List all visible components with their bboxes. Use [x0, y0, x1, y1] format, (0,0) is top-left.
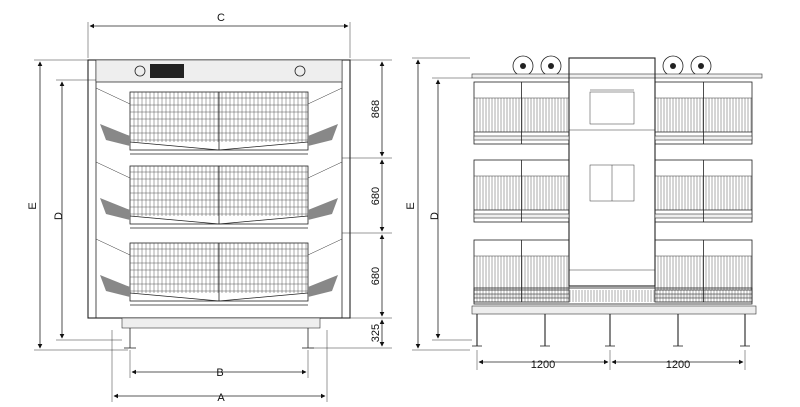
dim-label-a: A: [217, 392, 225, 404]
end-cage-tier: [95, 161, 343, 229]
side-cage-tier: [473, 159, 570, 223]
dim-label-c: C: [217, 12, 225, 24]
fan-group-left: [512, 55, 562, 77]
side-cage-tiers: [473, 81, 753, 305]
side-cage-tier: [654, 239, 753, 303]
side-elevation-view: [471, 55, 763, 347]
end-view-dimensions: C B A E D 868 680 680 325: [27, 12, 392, 404]
end-cage-tier: [95, 238, 343, 306]
end-cage-tiers: [95, 87, 343, 306]
side-cage-tier: [473, 239, 570, 303]
side-legs: [472, 314, 750, 347]
side-cage-tier: [654, 159, 753, 223]
dim-label-tier-top: 868: [370, 100, 382, 118]
end-elevation-view: [87, 59, 351, 349]
side-cage-tier: [473, 81, 570, 145]
dim-label-span-left: 1200: [531, 359, 555, 371]
dim-label-b: B: [216, 367, 223, 379]
dim-label-leg: 325: [370, 324, 382, 342]
side-bottom-trough: [473, 287, 753, 305]
dim-label-d: D: [53, 212, 65, 220]
top-rail: [471, 73, 763, 79]
dim-label-tier-mid: 680: [370, 187, 382, 205]
side-cage-tier: [654, 81, 753, 145]
end-cage-tier: [95, 87, 343, 155]
dim-label-span-right: 1200: [666, 359, 690, 371]
fan-group-right: [662, 55, 712, 77]
drive-motor: [150, 64, 184, 78]
dim-label-d-side: D: [429, 212, 441, 220]
dim-label-e-side: E: [405, 202, 417, 209]
dim-label-tier-low: 680: [370, 267, 382, 285]
side-base-rail: [471, 305, 757, 315]
side-view-dimensions: E D 1200 1200: [405, 57, 746, 371]
dim-label-e: E: [27, 202, 39, 209]
base-skid: [121, 317, 321, 329]
